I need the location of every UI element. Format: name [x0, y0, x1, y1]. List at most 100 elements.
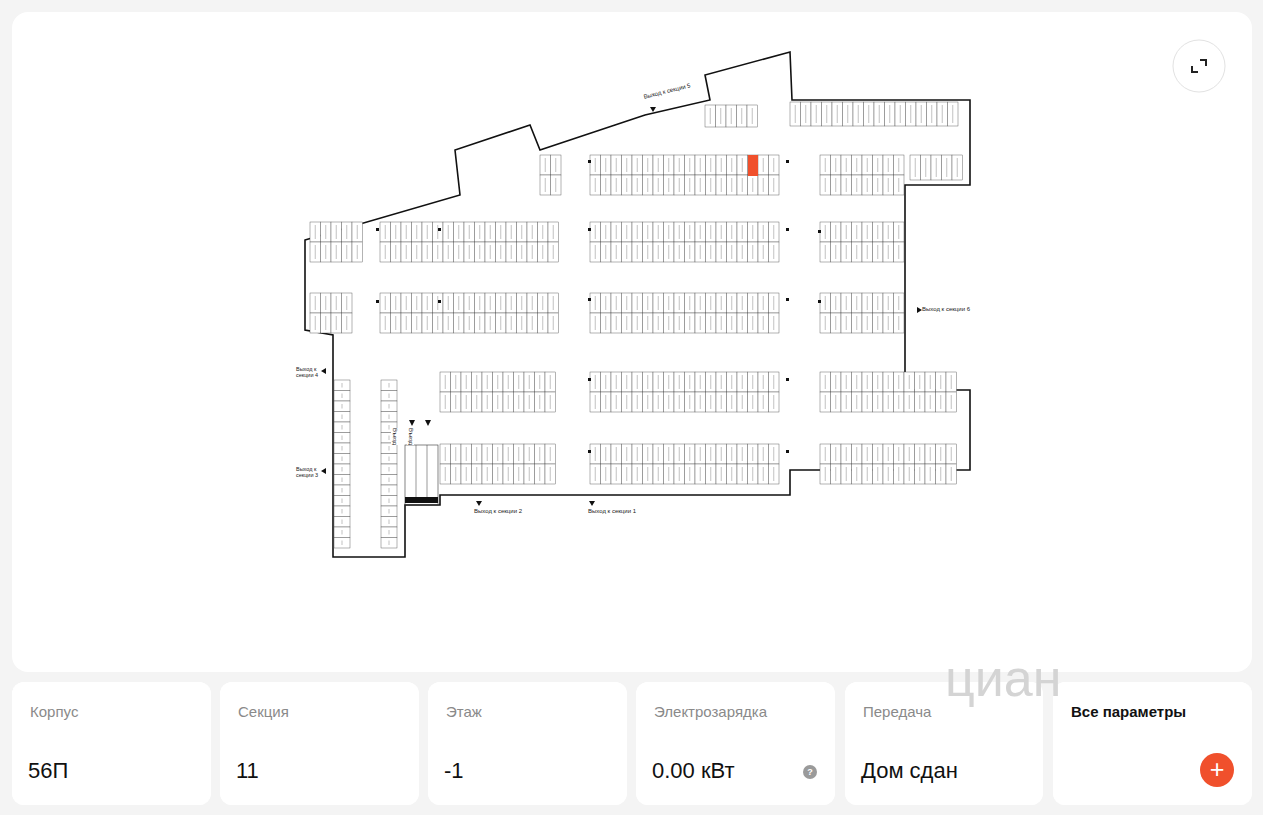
parking-spot: [401, 313, 412, 333]
spot-number-mark: [925, 158, 926, 177]
spot-number-mark: [626, 296, 627, 310]
spot-number-mark: [315, 296, 316, 310]
parking-spot: [695, 242, 706, 262]
spot-number-mark: [458, 225, 459, 239]
spot-number-mark: [710, 178, 711, 192]
parking-spot: [321, 222, 332, 242]
parking-spot: [653, 372, 664, 392]
spot-number-mark: [389, 383, 390, 388]
parking-spot: [852, 293, 863, 313]
parking-spot: [310, 222, 321, 242]
spot-number-mark: [532, 225, 533, 239]
parking-spot: [632, 242, 643, 262]
parking-spot: [748, 155, 759, 175]
pillar: [786, 378, 789, 381]
spot-number-mark: [479, 296, 480, 310]
card-value: 56П: [28, 758, 68, 784]
parking-spot: [503, 444, 514, 464]
spot-number-mark: [898, 158, 899, 172]
parking-spot: [769, 155, 780, 175]
spot-number-mark: [389, 541, 390, 546]
spot-number-mark: [710, 296, 711, 310]
spot-number-mark: [868, 105, 869, 123]
spot-number-mark: [476, 467, 477, 481]
spot-number-mark: [626, 467, 627, 481]
parking-spot: [664, 392, 675, 412]
spot-number-mark: [500, 316, 501, 330]
parking-spot: [461, 464, 472, 484]
parking-spot: [464, 293, 475, 313]
parking-spot: [894, 242, 905, 262]
spot-number-mark: [626, 245, 627, 259]
parking-spot: [748, 242, 759, 262]
spot-number-mark: [521, 245, 522, 259]
spot-number-mark: [647, 158, 648, 172]
parking-spot: [601, 372, 612, 392]
parking-spot: [706, 313, 717, 333]
spot-number-mark: [742, 395, 743, 409]
parking-spot: [485, 293, 496, 313]
exit-label: Выход к секции 3: [296, 466, 320, 478]
ramp-line: [427, 445, 428, 497]
spot-number-mark: [416, 225, 417, 239]
spot-number-mark: [342, 415, 343, 420]
parking-spot: [706, 155, 717, 175]
plus-button: +: [1200, 753, 1234, 787]
parking-spot: [461, 392, 472, 412]
parking-spot: [916, 102, 927, 126]
parking-spot: [622, 242, 633, 262]
parking-spot: [841, 155, 852, 175]
parking-spot: [590, 392, 601, 412]
spot-number-mark: [427, 245, 428, 259]
spot-number-mark: [867, 158, 868, 172]
parking-spot: [927, 102, 938, 126]
spot-number-mark: [710, 158, 711, 172]
spot-number-mark: [710, 447, 711, 461]
parking-spot: [380, 222, 391, 242]
spot-number-mark: [731, 395, 732, 409]
parking-spot: [440, 444, 451, 464]
spot-number-mark: [763, 158, 764, 172]
parking-spot: [590, 242, 601, 262]
parking-spot: [433, 293, 444, 313]
pillar: [438, 228, 441, 231]
parking-spot: [894, 313, 905, 333]
parking-spot: [443, 222, 454, 242]
parking-spot: [894, 444, 905, 464]
spot-number-mark: [700, 178, 701, 192]
parking-spot: [946, 464, 957, 484]
parking-spot: [831, 242, 842, 262]
spot-number-mark: [847, 105, 848, 123]
parking-spot: [540, 155, 551, 175]
spot-number-mark: [826, 105, 827, 123]
parking-spot: [852, 372, 863, 392]
parking-spot: [443, 293, 454, 313]
spot-number-mark: [700, 296, 701, 310]
parking-spot: [622, 222, 633, 242]
parking-spot: [482, 464, 493, 484]
spot-number-mark: [448, 245, 449, 259]
spot-number-mark: [637, 375, 638, 389]
spot-number-mark: [500, 225, 501, 239]
spot-number-mark: [700, 158, 701, 172]
parking-spot: [862, 313, 873, 333]
parking-spot: [653, 155, 664, 175]
parking-spot: [674, 464, 685, 484]
spot-number-mark: [898, 316, 899, 330]
parking-spot: [841, 464, 852, 484]
parking-spot: [873, 155, 884, 175]
parking-spot: [706, 293, 717, 313]
card-ground: [636, 682, 835, 805]
parking-spot: [601, 242, 612, 262]
parking-spot: [936, 392, 947, 412]
spot-number-mark: [389, 499, 390, 504]
parking-spot: [464, 222, 475, 242]
spot-number-mark: [846, 178, 847, 192]
spot-number-mark: [835, 158, 836, 172]
parking-spot: [482, 444, 493, 464]
spot-number-mark: [752, 245, 753, 259]
parking-spot: [611, 392, 622, 412]
spot-number-mark: [487, 467, 488, 481]
spot-number-mark: [877, 158, 878, 172]
